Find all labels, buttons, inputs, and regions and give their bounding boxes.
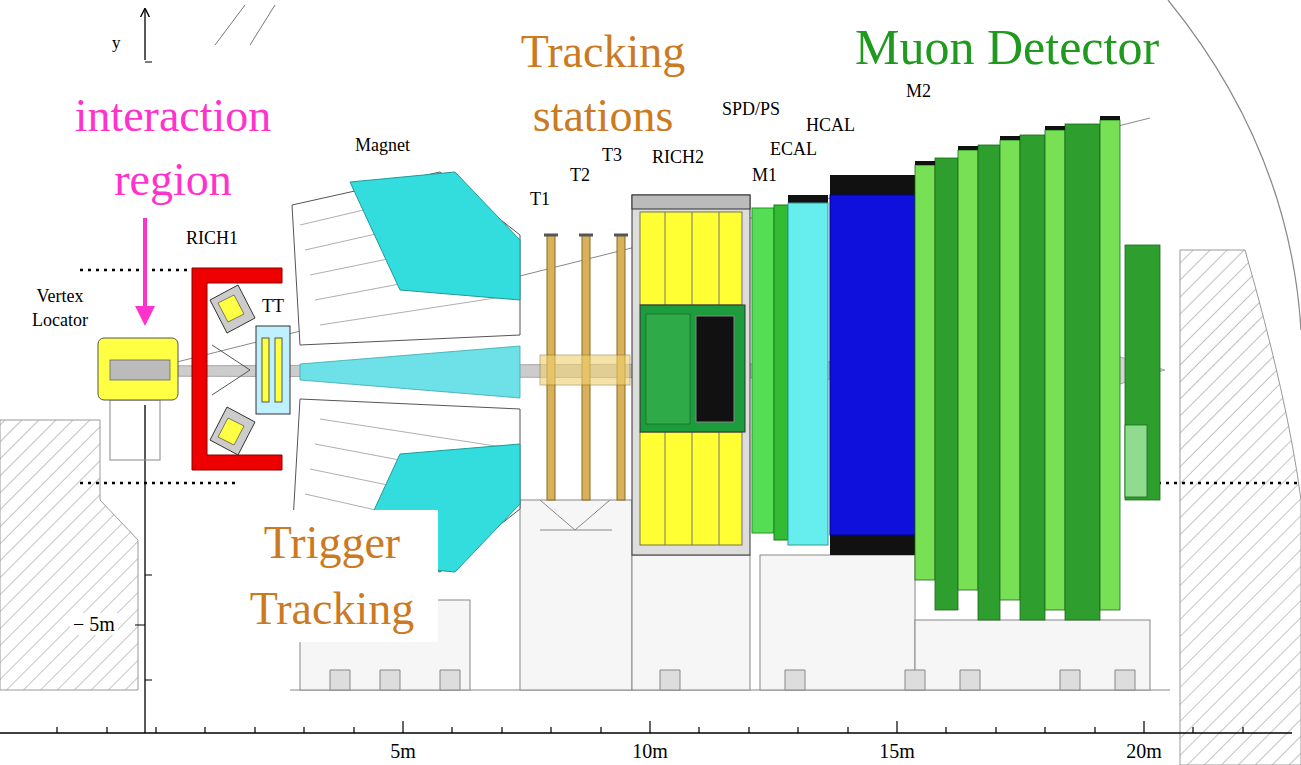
muon-caps [915, 118, 1120, 163]
station-frame [540, 500, 612, 530]
y-axis-line [144, 405, 145, 733]
component-label: T1 [530, 190, 550, 210]
rich2-panel [640, 212, 742, 305]
component-label: T3 [602, 146, 622, 166]
component-label: M1 [752, 166, 777, 186]
velo-tank [98, 338, 178, 400]
muon-stations [915, 118, 1160, 620]
muon-filter [935, 158, 958, 610]
muon-filter [1065, 124, 1100, 620]
muon-chamber [958, 150, 978, 590]
axes [0, 10, 1301, 733]
axis-tick-label: − 5m [70, 613, 118, 635]
region-callout: interaction region [38, 84, 308, 212]
muon-station-m1 [752, 208, 774, 533]
muon-chamber [1100, 120, 1120, 610]
cavern-outline [1168, 0, 1301, 330]
velo-support [110, 400, 160, 460]
x-axis-line [0, 732, 1292, 733]
hatched-wall [1180, 250, 1301, 765]
interaction-pointer [143, 218, 147, 322]
muon-filter [978, 145, 1000, 620]
rich2-support [632, 555, 750, 690]
component-label: Magnet [355, 136, 410, 156]
velo-inner [110, 360, 170, 380]
rich2-mirror [646, 314, 690, 424]
group-heading: Trigger Tracking [226, 510, 438, 642]
hcal-cap [830, 535, 915, 555]
ecal [788, 203, 828, 545]
component-label: RICH2 [652, 148, 704, 168]
muon-iron-patch [1125, 425, 1147, 497]
muon-filter [1020, 135, 1045, 620]
component-label: M2 [906, 82, 931, 102]
calorimeters [752, 175, 915, 555]
support-feet [330, 670, 1135, 690]
inner-tracker [540, 355, 630, 385]
axis-label: y [112, 34, 121, 53]
magnet-yoke [350, 172, 520, 300]
component-label: TT [262, 297, 284, 317]
vertex-locator [98, 338, 178, 400]
component-label: SPD/PS [722, 100, 780, 120]
rich1-photodetector-inner [218, 418, 244, 445]
rich2-detector [696, 316, 734, 422]
y-axis-arrow [144, 10, 145, 60]
station-support [520, 500, 632, 690]
calo-support [760, 555, 915, 690]
rich2-panel [640, 432, 742, 545]
x-axis-ticks [57, 721, 1243, 733]
component-label: HCAL [806, 116, 855, 136]
rich2 [632, 195, 750, 555]
trigger-tracker [256, 326, 290, 414]
group-heading: Muon Detector [855, 20, 1159, 75]
rich1-photodetector [210, 285, 255, 333]
muon-chamber [1000, 140, 1020, 600]
spd-ps [774, 205, 788, 540]
group-heading: Tracking stations [478, 20, 728, 148]
component-label: T2 [570, 166, 590, 186]
component-label: ECAL [770, 140, 817, 160]
rich1-photodetector-inner [218, 295, 244, 322]
magnet-coil [292, 172, 520, 345]
hcal-cap [830, 175, 915, 195]
component-label: RICH1 [186, 229, 238, 249]
axis-tick-label: 15m [867, 740, 927, 762]
component-label: Vertex Locator [8, 284, 112, 332]
axis-tick-label: 5m [373, 740, 433, 762]
rich2-frame [632, 195, 750, 555]
rich1-photodetector [210, 407, 255, 455]
rich2-top [632, 195, 750, 209]
muon-chamber [915, 165, 935, 580]
muon-iron [1125, 245, 1160, 500]
axis-tick-label: 10m [620, 740, 680, 762]
rich1-mirror [212, 345, 250, 395]
hatch-strokes [215, 5, 275, 45]
ecal-cap [788, 195, 828, 203]
magnet-gap [300, 346, 520, 398]
muon-chamber [1045, 130, 1065, 610]
tt-layer [262, 338, 269, 402]
tracking-stations [540, 235, 630, 500]
rich2-vessel [640, 305, 745, 432]
tt-layer [275, 338, 282, 402]
station-caps [544, 234, 628, 237]
hcal [830, 195, 915, 535]
tt-box [256, 326, 290, 414]
axis-tick-label: 20m [1114, 740, 1174, 762]
